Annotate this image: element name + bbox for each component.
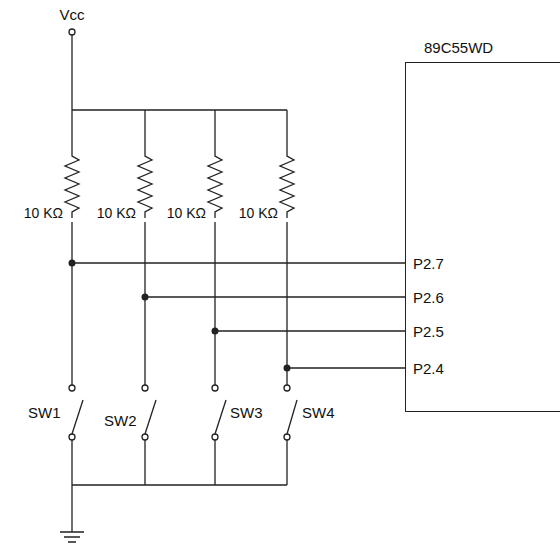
switch-name: SW4 bbox=[302, 404, 335, 421]
pin-name: P2.4 bbox=[413, 360, 444, 377]
junction-dot bbox=[142, 294, 149, 301]
supply-bus bbox=[72, 35, 287, 110]
vcc-terminal bbox=[69, 29, 75, 35]
pull-up-wire bbox=[72, 222, 287, 385]
switch-lever bbox=[215, 400, 226, 434]
ground-wire bbox=[71, 485, 72, 532]
switch-terminal bbox=[284, 434, 290, 440]
resistor-symbol bbox=[138, 150, 152, 218]
switch-lever bbox=[72, 400, 83, 434]
switch-lever bbox=[287, 400, 297, 434]
junction-dot bbox=[212, 328, 219, 335]
ground-symbol bbox=[60, 532, 84, 542]
switch-terminal bbox=[212, 434, 218, 440]
resistor-value: 10 KΩ bbox=[24, 205, 63, 222]
ground-bus bbox=[72, 440, 287, 485]
supply-name: Vcc bbox=[59, 6, 84, 23]
pin-name: P2.5 bbox=[413, 323, 444, 340]
port-wire bbox=[72, 263, 405, 368]
resistor-symbol bbox=[65, 150, 79, 218]
switch-terminal bbox=[69, 385, 75, 391]
switch-terminal bbox=[284, 385, 290, 391]
junction-dot bbox=[284, 365, 291, 372]
junction-dot bbox=[69, 260, 76, 267]
switch-lever bbox=[145, 400, 156, 434]
resistor-value: 10 KΩ bbox=[239, 205, 278, 222]
pin-name: P2.7 bbox=[413, 255, 444, 272]
resistor-value: 10 KΩ bbox=[97, 205, 136, 222]
resistor-symbol bbox=[280, 150, 294, 218]
resistor-symbol bbox=[208, 150, 222, 218]
resistor-lead bbox=[72, 110, 287, 150]
switch-terminal bbox=[212, 385, 218, 391]
switch-name: SW2 bbox=[104, 412, 137, 429]
chip-name: 89C55WD bbox=[424, 39, 493, 56]
switch-terminal bbox=[142, 385, 148, 391]
resistor-value: 10 KΩ bbox=[167, 205, 206, 222]
switch-name: SW1 bbox=[28, 404, 61, 421]
pin-name: P2.6 bbox=[413, 289, 444, 306]
switch-name: SW3 bbox=[230, 404, 263, 421]
switch-terminal bbox=[142, 434, 148, 440]
switch-terminal bbox=[69, 434, 75, 440]
